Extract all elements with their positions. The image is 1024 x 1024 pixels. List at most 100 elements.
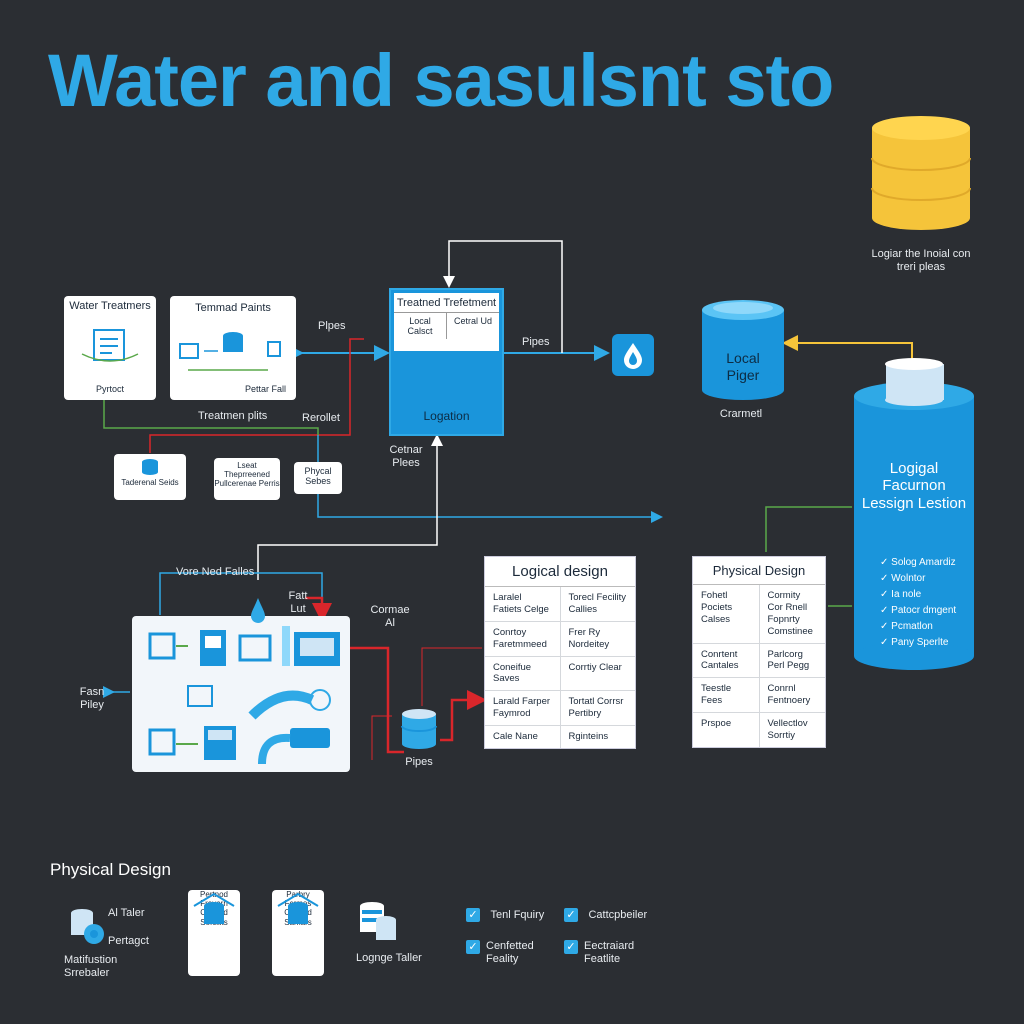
pipes-bottom-label: Pipes [405,756,433,768]
pipes-left-label: Plpes [318,320,346,332]
legend-check-1[interactable]: ✓ Tenl Fquiry [466,905,544,923]
treatment-center-bottom: Logation [423,409,470,424]
legend-check-2[interactable]: ✓ Cattcpbeiler [564,905,647,923]
fast-lut-label: Fatt Lut [288,590,308,615]
treatment-plants-box[interactable]: Temmad Paints Pettar Fall [170,296,296,400]
red-thin-to-logical [421,647,482,706]
big-cylinder-item: ✓ Wolntor [880,573,926,584]
crarmetl-label: Crarmetl [719,408,763,420]
small-box-1-label: Taderenal Seids [121,478,179,487]
legend-check-1-label: Tenl Fquiry [490,909,545,921]
big-cylinder-item: ✓ Solog Amardiz [880,557,956,568]
water-treatments-caption: Pyrtoct [95,383,124,394]
green-link-top [103,395,319,435]
big-cylinder-item: ✓ Patocr dmgent [880,605,957,616]
legend-check-3[interactable]: ✓ Cenfetted Feality [466,940,542,965]
treatment-center-cell-left: Local Calsct [394,312,447,340]
legend-check-4[interactable]: ✓ Eectraiard Featlite [564,940,648,965]
big-cylinder-title: Logigal Facurnon Lessign Lestion [861,460,967,512]
treatment-plants-caption: Pettar Fall [244,383,286,394]
checkbox-icon: ✓ [466,940,480,954]
local-piger-label: Local Piger [726,350,760,383]
checkbox-icon: ✓ [564,908,578,922]
big-cylinder-icon [854,358,974,670]
database-icon [142,459,158,475]
center-pipes-label: Cetnar Plees [389,444,423,469]
treatment-plants-label: Treatmen plits [198,410,268,422]
water-drop-glyph [624,343,642,369]
legend-card-1[interactable]: Pertnod Frovern Calmed Sefcllits [188,890,240,976]
checkbox-icon: ✓ [564,940,578,954]
fasn-piley-label: Fasn Piley [79,686,105,711]
legend-item1-line1: Al Taler [108,907,145,919]
legend-check-2-label: Cattcpbeiler [588,909,648,921]
water-treatments-title: Water Treatmers [69,300,151,312]
pipes-database-icon [401,709,437,749]
treatment-center-cell-right: Cetral Ud [453,315,492,326]
logical-table-header: Logical design [485,557,635,587]
yellow-cylinder-caption: Logiar the Inoial con treri pleas [871,248,971,273]
red-to-logical [440,690,487,742]
legend-check-3-label: Cenfetted Feality [486,940,534,965]
legend-item1-line2: Pertagct [108,935,149,947]
big-cylinder-list: ✓ Solog Amardiz ✓ Wolntor ✓ Ia nole ✓ Pa… [880,552,980,653]
document-icon [81,329,139,362]
blue-long-line [317,435,663,523]
big-cylinder-item: ✓ Pany Sperlte [880,637,949,648]
page-title: Water and sasulsnt sto [48,39,834,122]
red-thin-2 [371,715,392,760]
device-panel-graphics [148,626,340,765]
treatment-center-title: Treatned Trefetment [394,293,499,313]
legend-check-4-label: Eectraiard Featlite [584,940,635,965]
green-to-physical [765,506,852,552]
loop-over-center [443,240,563,353]
physical-design-heading: Physical Design [50,860,171,879]
small-box-2-label: Lseat Theprreened Pullcerenae Perris [214,461,280,489]
red-link-top [149,338,364,453]
legend-card-2[interactable]: Parbry Fcrmes Calmed Samars [272,890,324,976]
stacked-database-icon [360,902,396,940]
process-flow-icon [179,332,281,371]
legend-item4-label: Lognge Taller [356,952,422,964]
legend-item1-line3: Matifustion Srrebaler [64,954,118,979]
red-fast-arrow [305,596,332,623]
yellow-arrow [782,335,913,360]
small-box-3[interactable]: Phycal Sebes [294,462,342,494]
local-piger-cylinder-icon [702,300,784,400]
small-box-1[interactable]: Taderenal Seids [114,454,186,500]
device-panel[interactable] [132,616,350,772]
treatment-plants-title: Temmad Paints [195,302,271,314]
treatment-center-cells: Local Calsct Cetral Ud [394,312,499,340]
pipes-right-label: Pipes [522,336,550,348]
drop-funnel-icon [251,598,265,623]
white-up-line [257,434,443,580]
water-drop-icon[interactable] [612,334,654,376]
cormae-al-label: Cormae Al [370,604,410,629]
vaned-fables-label: Vore Ned Falles [176,566,255,578]
red-to-pipes [342,646,404,754]
rerollet-label: Rerollet [302,412,340,424]
small-box-2[interactable]: Lseat Theprreened Pullcerenae Perris [214,458,280,500]
big-cylinder-item: ✓ Ia nole [880,589,922,600]
small-box-3-label: Phycal Sebes [304,466,332,487]
yellow-database-icon [871,116,971,230]
physical-table-header: Physical Design [693,557,825,585]
house-database-icon [277,892,319,924]
big-cylinder-item: ✓ Pcmatlon [880,621,933,632]
water-treatments-box[interactable]: Water Treatmers Pyrtoct [64,296,156,400]
server-icon [71,909,104,944]
house-database-icon [193,892,235,924]
blue-frame-bottom-left [159,572,323,615]
treatment-center-block[interactable]: Treatned Trefetment Local Calsct Cetral … [389,288,504,436]
